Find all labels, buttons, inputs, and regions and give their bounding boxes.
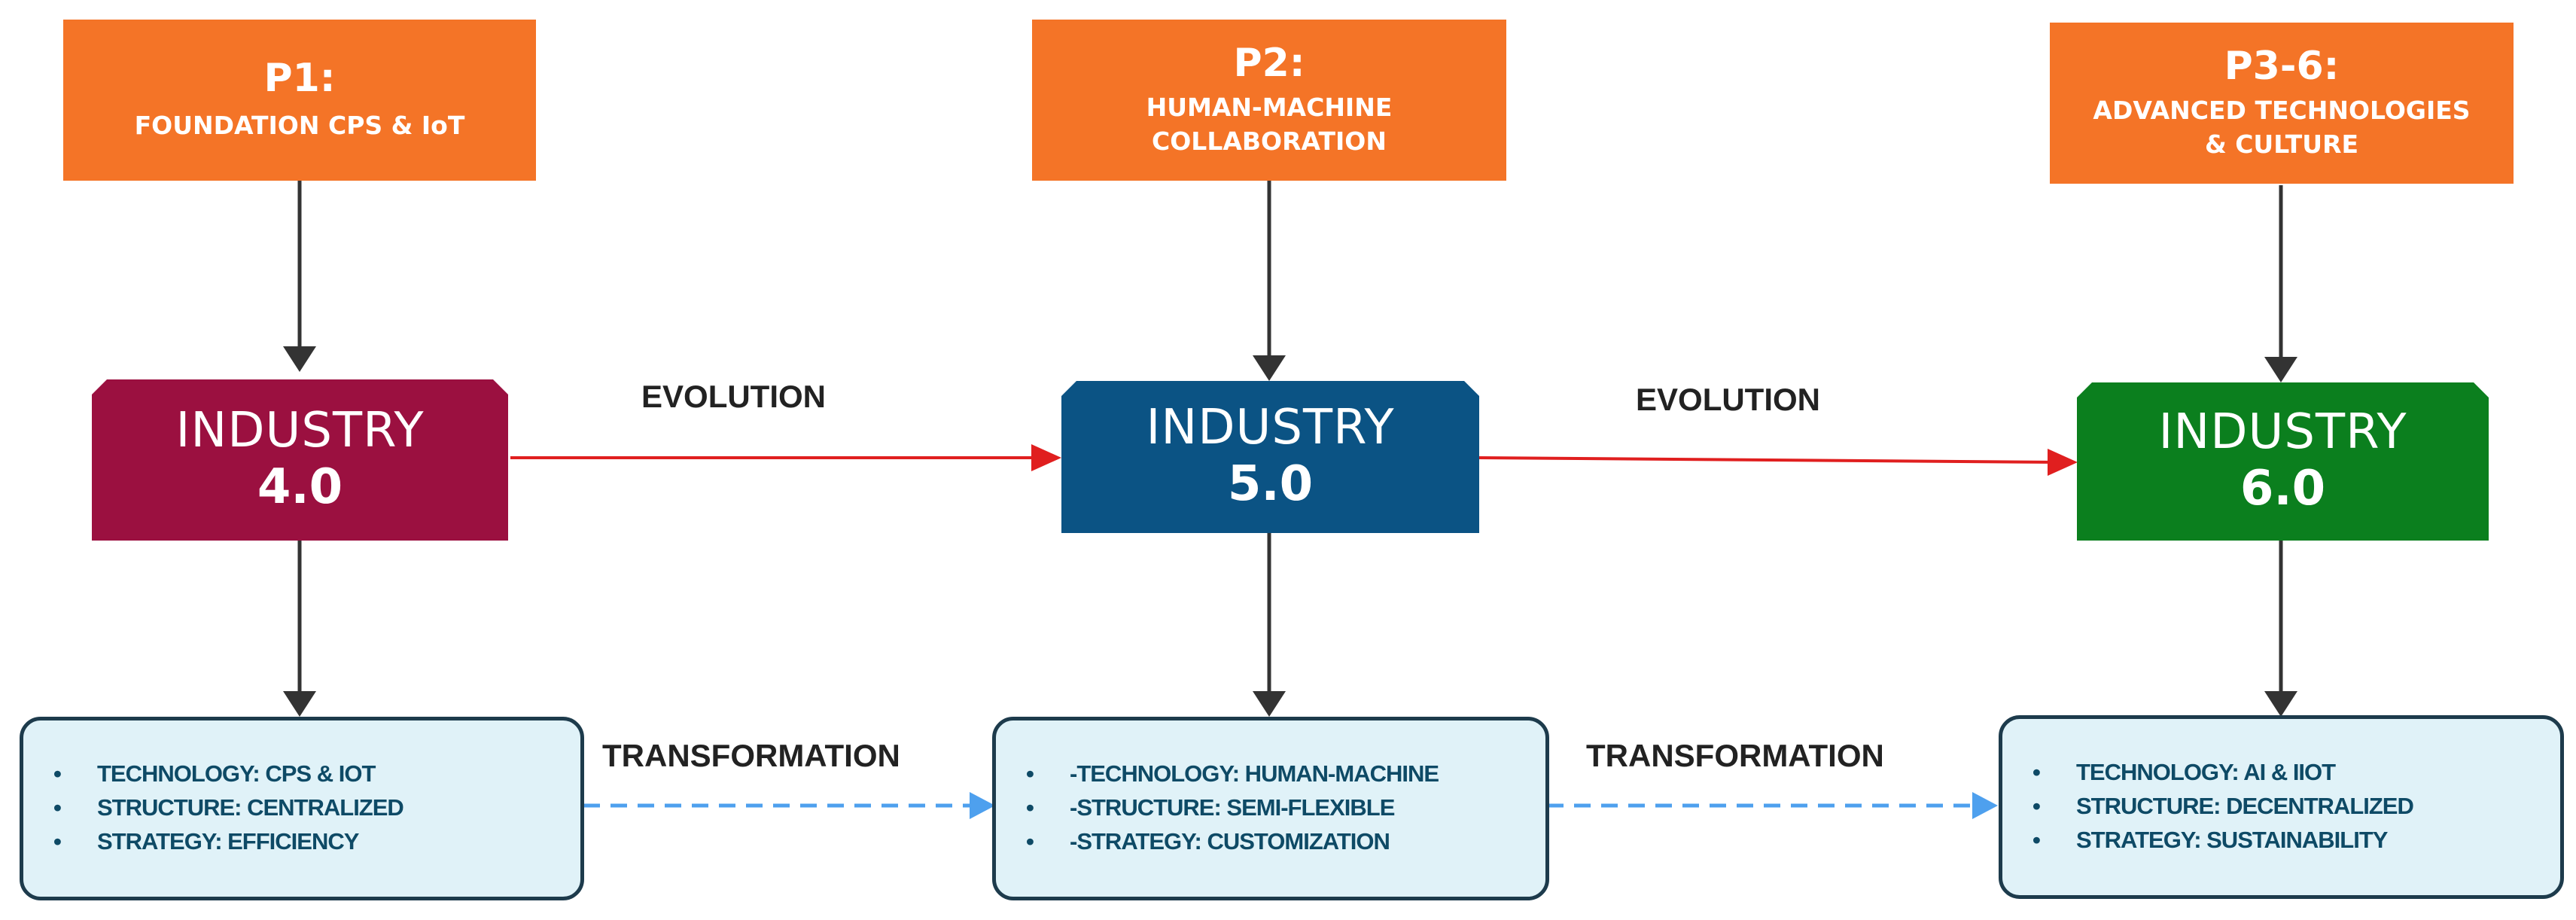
attribute-item: •STRUCTURE: DECENTRALIZED xyxy=(2032,793,2414,819)
phase-to-industry-arrow-1 xyxy=(283,181,316,372)
industry-6-0-box: INDUSTRY 6.0 xyxy=(2077,382,2489,541)
industry-to-attributes-arrow-1 xyxy=(283,541,316,717)
attribute-item: •STRATEGY: SUSTAINABILITY xyxy=(2032,827,2388,853)
attributes-list: •-TECHNOLOGY: HUMAN-MACHINE •-STRUCTURE:… xyxy=(1026,757,1530,858)
attributes-box-industry-6-0: •TECHNOLOGY: AI & IIOT •STRUCTURE: DECEN… xyxy=(1999,715,2564,899)
industry-label: INDUSTRY xyxy=(1146,399,1395,455)
attributes-list: •TECHNOLOGY: AI & IIOT •STRUCTURE: DECEN… xyxy=(2032,755,2545,857)
industry-version: 5.0 xyxy=(1227,456,1314,513)
attribute-item: •-STRUCTURE: SEMI-FLEXIBLE xyxy=(1026,794,1395,821)
phase-description: FOUNDATION CPS & IoT xyxy=(134,111,465,141)
phase-box-p1: P1: FOUNDATION CPS & IoT xyxy=(63,20,536,181)
phase-code: P3-6: xyxy=(2224,43,2340,89)
industry-4-0-box: INDUSTRY 4.0 xyxy=(92,379,508,541)
phase-description-line-1: HUMAN-MACHINE xyxy=(1146,93,1393,123)
transformation-arrow-2 xyxy=(1547,792,1998,819)
phase-code: P2: xyxy=(1233,40,1305,86)
attribute-item: •-TECHNOLOGY: HUMAN-MACHINE xyxy=(1026,760,1439,787)
attribute-item: •STRUCTURE: CENTRALIZED xyxy=(53,794,404,821)
attribute-item: •STRATEGY: EFFICIENCY xyxy=(53,828,359,855)
evolution-arrow-1 xyxy=(510,444,1061,471)
evolution-arrow-2 xyxy=(1478,449,2078,476)
phase-to-industry-arrow-2 xyxy=(1253,181,1286,381)
evolution-label-1: EVOLUTION xyxy=(641,379,827,414)
transformation-arrow-1 xyxy=(583,792,995,819)
phase-to-industry-arrow-3 xyxy=(2264,185,2297,382)
attributes-box-industry-5-0: •-TECHNOLOGY: HUMAN-MACHINE •-STRUCTURE:… xyxy=(992,717,1549,900)
phase-description-line-2: & CULTURE xyxy=(2204,129,2359,159)
attributes-box-industry-4-0: •TECHNOLOGY: CPS & IOT •STRUCTURE: CENTR… xyxy=(20,717,584,900)
phase-box-p2: P2: HUMAN-MACHINE COLLABORATION xyxy=(1032,20,1506,181)
transformation-label-1: TRANSFORMATION xyxy=(602,738,900,773)
industry-to-attributes-arrow-2 xyxy=(1253,533,1286,717)
industry-label: INDUSTRY xyxy=(2158,404,2407,460)
attribute-item: •TECHNOLOGY: AI & IIOT xyxy=(2032,759,2336,785)
phase-description-line-2: COLLABORATION xyxy=(1152,126,1387,156)
attribute-item: •TECHNOLOGY: CPS & IOT xyxy=(53,760,376,787)
phase-description-line-1: ADVANCED TECHNOLOGIES xyxy=(2093,96,2471,126)
attribute-item: •-STRATEGY: CUSTOMIZATION xyxy=(1026,828,1390,855)
transformation-label-2: TRANSFORMATION xyxy=(1586,738,1884,773)
industry-version: 4.0 xyxy=(257,459,343,516)
phase-box-p3-6: P3-6: ADVANCED TECHNOLOGIES & CULTURE xyxy=(2050,23,2514,184)
evolution-label-2: EVOLUTION xyxy=(1636,382,1821,417)
phase-code: P1: xyxy=(263,56,336,102)
attributes-list: •TECHNOLOGY: CPS & IOT •STRUCTURE: CENTR… xyxy=(53,757,565,858)
industry-version: 6.0 xyxy=(2240,461,2326,517)
industry-label: INDUSTRY xyxy=(175,402,425,458)
industry-to-attributes-arrow-3 xyxy=(2264,541,2297,717)
industry-5-0-box: INDUSTRY 5.0 xyxy=(1061,381,1479,533)
